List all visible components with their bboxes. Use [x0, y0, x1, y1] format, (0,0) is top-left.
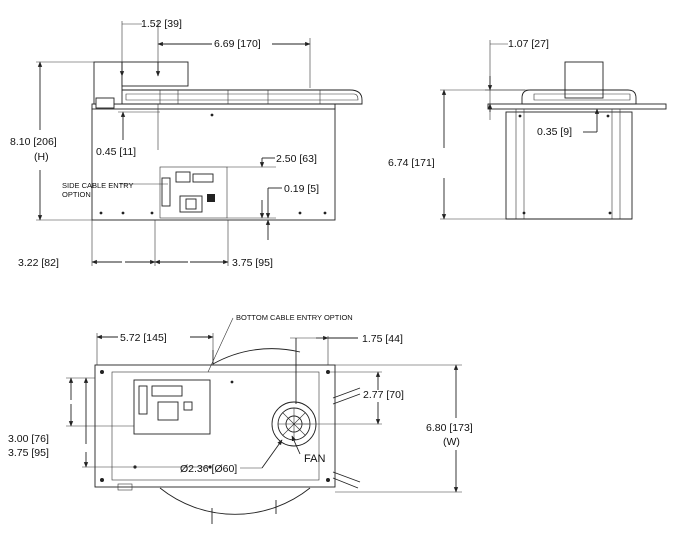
front-height-tag: (H)	[34, 151, 49, 163]
side-height-label: 6.74 [171]	[388, 157, 435, 169]
bottom-view-dimensions	[66, 317, 462, 493]
bottom-left-span-label: 5.72 [145]	[120, 332, 167, 344]
bottom-width-tag: (W)	[443, 436, 460, 448]
front-width-left-label: 3.22 [82]	[18, 257, 59, 269]
front-width-right-label: 3.75 [95]	[232, 257, 273, 269]
front-view-dimensions	[36, 21, 311, 266]
bottom-vert-b-label: 3.75 [95]	[8, 447, 49, 459]
side-lip-label: 0.35 [9]	[537, 126, 572, 138]
front-view	[91, 61, 363, 221]
front-height-label: 8.10 [206]	[10, 136, 57, 148]
fan-diameter-label: Ø2.36 [Ø60]	[180, 463, 237, 475]
side-height-lower-label: 0.19 [5]	[284, 183, 319, 195]
side-view-dimensions	[440, 40, 600, 220]
side-view	[487, 61, 667, 220]
bottom-right-span-label: 1.75 [44]	[362, 333, 403, 345]
bottom-width-label: 6.80 [173]	[426, 422, 473, 434]
bottom-fan-offset-label: 2.77 [70]	[363, 389, 404, 401]
side-cable-note-line1: SIDE CABLE ENTRY	[62, 181, 134, 190]
front-lip-label: 0.45 [11]	[96, 146, 136, 158]
side-cable-note-line2: OPTION	[62, 190, 91, 199]
side-top-offset-label: 1.07 [27]	[508, 38, 549, 50]
bottom-cable-note: BOTTOM CABLE ENTRY OPTION	[236, 313, 353, 322]
front-handle-span-label: 6.69 [170]	[214, 38, 261, 50]
bottom-vert-a-label: 3.00 [76]	[8, 433, 49, 445]
front-top-offset-label: 1.52 [39]	[141, 18, 182, 30]
side-height-upper-label: 2.50 [63]	[276, 153, 317, 165]
fan-label: FAN	[304, 453, 325, 465]
dimension-labels: 1.52 [39] 6.69 [170] 8.10 [206] (H) 0.45…	[8, 18, 572, 475]
bottom-view	[94, 348, 361, 524]
